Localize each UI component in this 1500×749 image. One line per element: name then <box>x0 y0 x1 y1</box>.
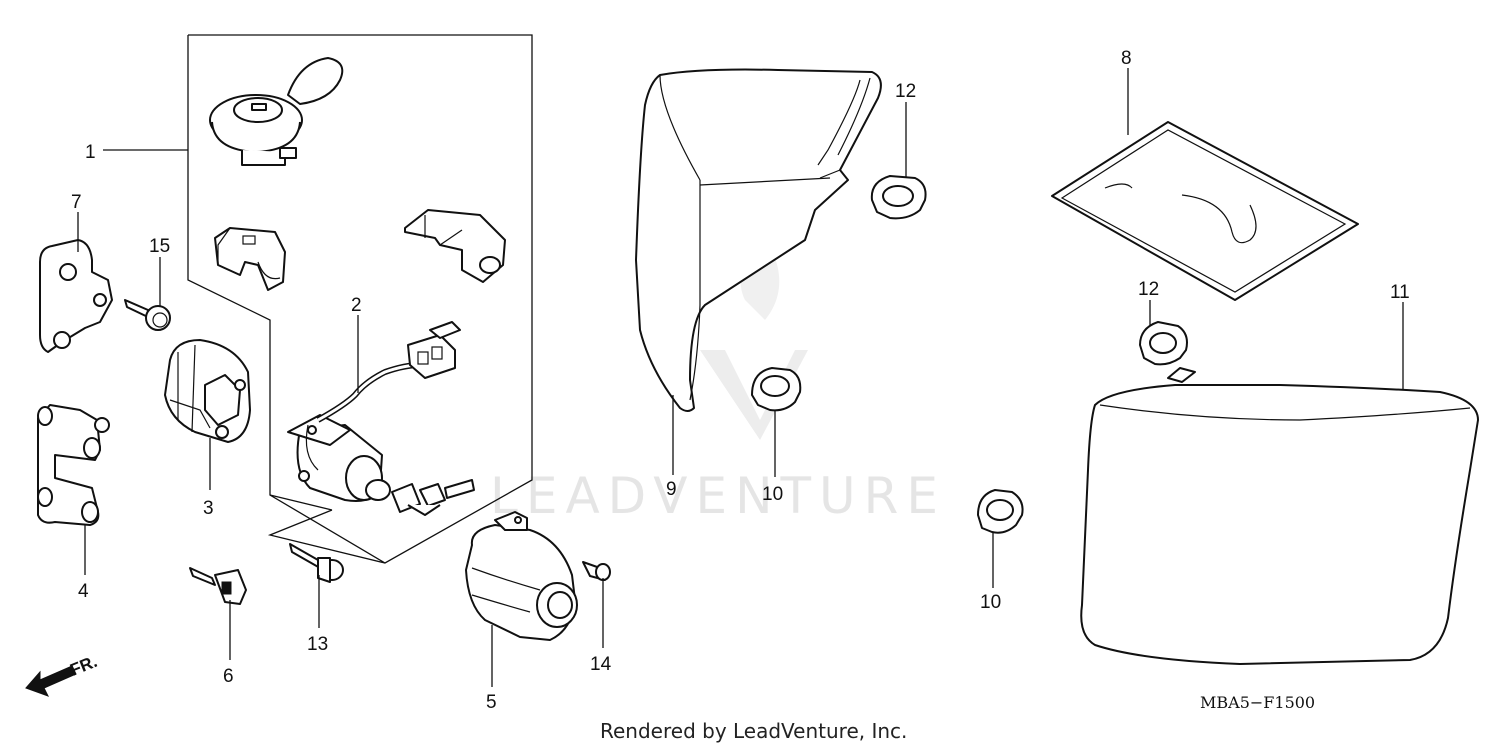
watermark-text: LEADVENTURE <box>490 467 946 525</box>
callout-7: 7 <box>71 192 82 213</box>
kit-outline <box>187 34 533 564</box>
screw-13 <box>289 543 344 583</box>
callout-10-a: 10 <box>762 484 783 505</box>
leader-lines <box>77 68 1404 687</box>
callouts: 1 2 3 4 5 6 7 8 9 10 10 11 12 12 13 14 1… <box>71 48 1410 713</box>
grommet-10a <box>751 367 802 412</box>
callout-3: 3 <box>203 498 214 519</box>
callout-9: 9 <box>666 479 677 500</box>
diagram-code: MBA5−F1500 <box>1200 693 1315 712</box>
cover-11 <box>1080 367 1479 665</box>
front-arrow-icon <box>25 665 77 697</box>
ignition-switch <box>287 321 475 516</box>
screw-14 <box>582 561 611 581</box>
grommet-12a <box>870 175 927 220</box>
callout-6: 6 <box>223 666 234 687</box>
callout-12-a: 12 <box>895 81 916 102</box>
callout-10-b: 10 <box>980 592 1001 613</box>
callout-4: 4 <box>78 581 89 602</box>
front-arrow-label: FR. <box>67 652 100 680</box>
callout-11: 11 <box>1390 282 1410 303</box>
callout-5: 5 <box>486 692 497 713</box>
callout-8: 8 <box>1121 48 1132 69</box>
lock-housing-5 <box>465 511 578 641</box>
callout-15: 15 <box>149 236 170 257</box>
callout-14: 14 <box>590 654 612 675</box>
pad-8 <box>1051 121 1359 301</box>
grommet-10b <box>977 489 1024 534</box>
plate-7 <box>39 239 113 353</box>
rendered-by-footer: Rendered by LeadVenture, Inc. <box>600 719 907 743</box>
grommet-12b <box>1139 321 1188 366</box>
bracket-4 <box>37 404 110 526</box>
lock-cylinder <box>164 339 251 443</box>
front-arrow: FR. <box>25 652 100 697</box>
side-cover-9 <box>635 68 882 412</box>
callout-12-b: 12 <box>1138 279 1159 300</box>
key-6 <box>189 567 247 605</box>
callout-1: 1 <box>85 142 96 163</box>
callout-13: 13 <box>307 634 328 655</box>
latch-piece <box>404 209 506 283</box>
lock-block <box>214 227 286 291</box>
bolt-15 <box>124 299 171 331</box>
callout-2: 2 <box>351 295 362 316</box>
fuel-cap-lock <box>209 57 344 166</box>
